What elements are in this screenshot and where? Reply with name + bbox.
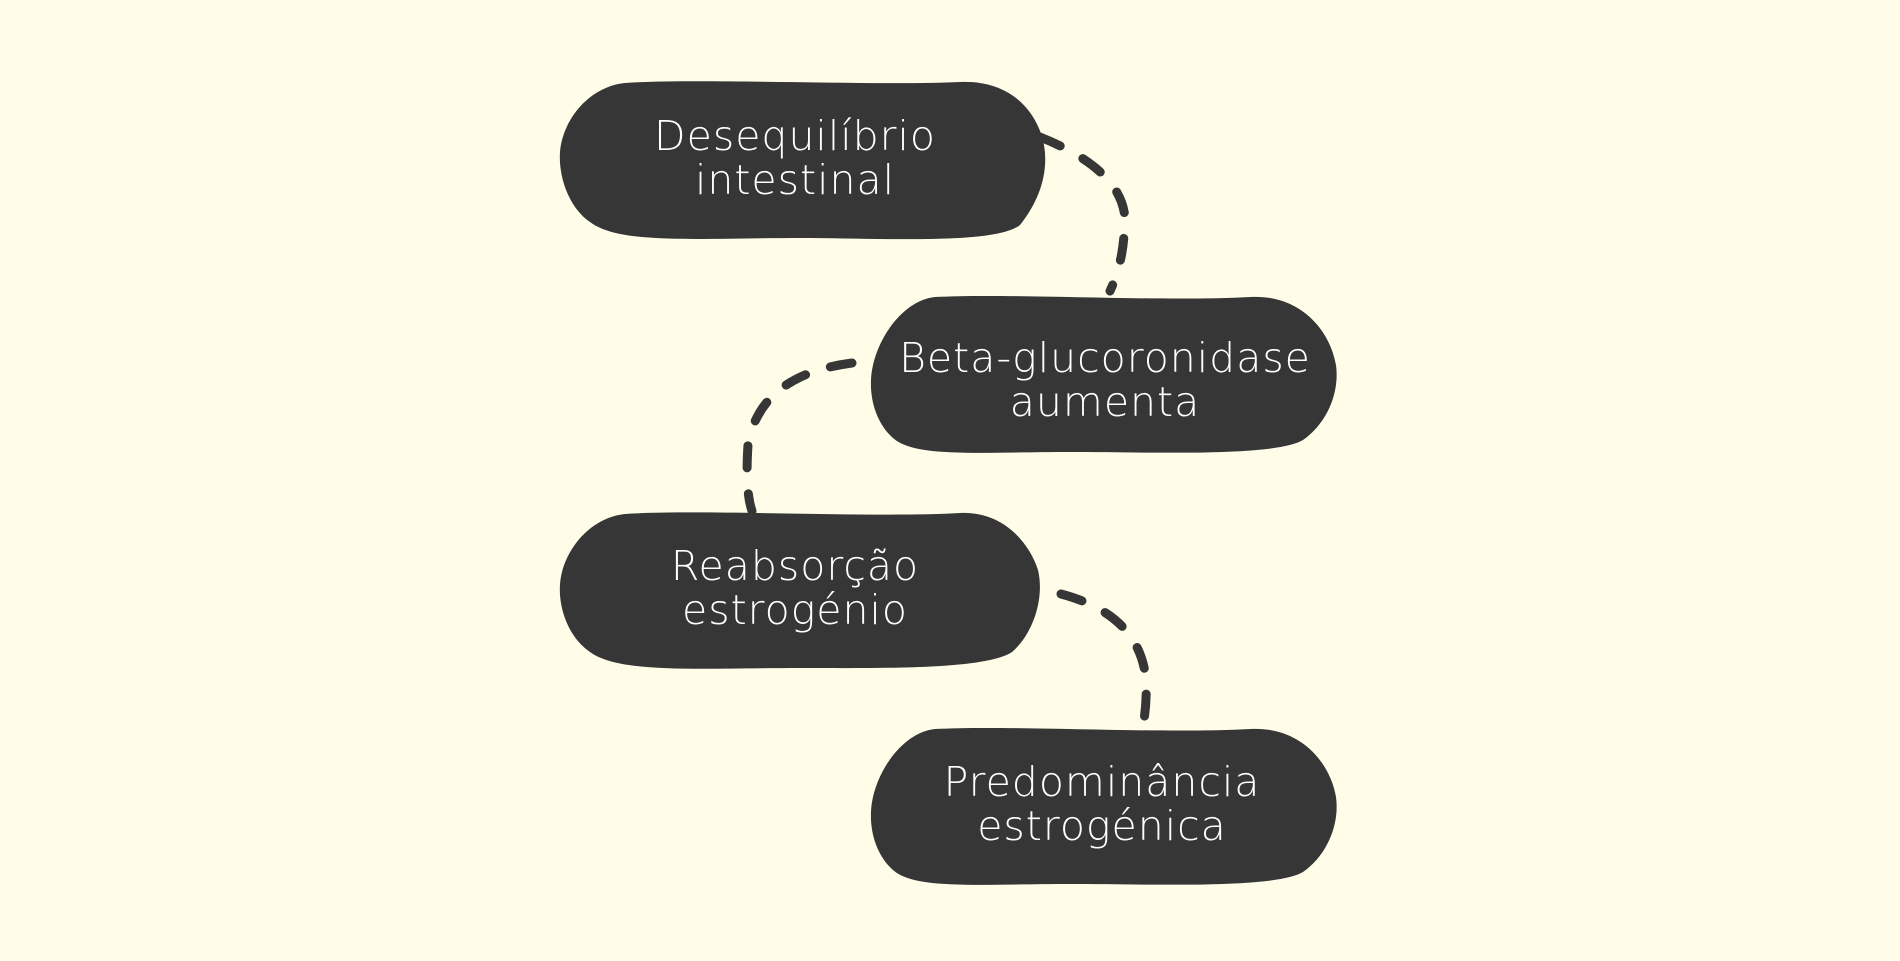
connector-2-3: [742, 358, 857, 516]
node-4-line2: estrogénica: [977, 802, 1227, 850]
node-2-line1: Beta-glucoronidase: [899, 334, 1311, 382]
node-1-line2: intestinal: [695, 156, 895, 204]
node-4-line1: Predominância: [944, 758, 1261, 806]
node-3-line2: estrogénio: [682, 586, 908, 634]
node-predominancia: Predominância estrogénica: [870, 727, 1337, 885]
connector-1-2: [1035, 132, 1130, 296]
node-1-line1: Desequilíbrio: [654, 112, 936, 160]
node-3-line1: Reabsorção: [671, 542, 919, 590]
connector-3-4: [1056, 589, 1151, 730]
node-2-line2: aumenta: [1010, 378, 1200, 426]
node-beta-glucoronidase: Beta-glucoronidase aumenta: [870, 295, 1337, 453]
node-desequilibrio: Desequilíbrio intestinal: [559, 81, 1046, 240]
node-reabsorcao: Reabsorção estrogénio: [559, 512, 1040, 669]
